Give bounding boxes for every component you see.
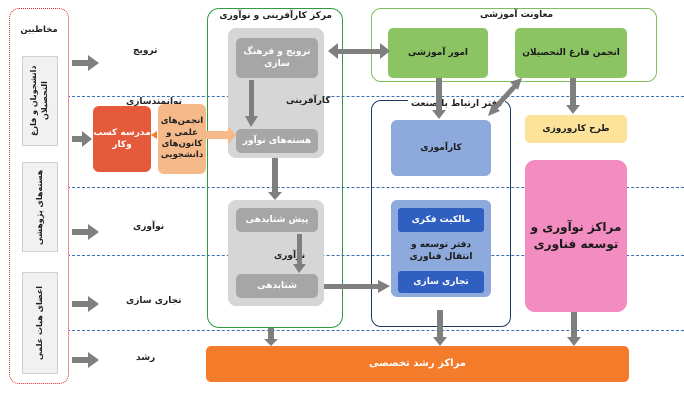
alumni-association-box: انجمن فارغ التحصیلان <box>515 28 627 78</box>
arrow-school-associations <box>151 131 157 139</box>
row-divider-3 <box>62 255 684 256</box>
entrepreneurship-label: کارآفرینی <box>286 96 331 106</box>
innovation-centers-box: مراکز نوآوری و توسعه فناوری <box>525 160 627 312</box>
arrow-audience-empowerment <box>72 131 92 147</box>
accelerator-box: شتابدهی <box>236 274 318 298</box>
audience-research-cores: هسته‌های پژوهشی <box>22 162 58 252</box>
arrow-associations-center <box>206 126 236 144</box>
industry-office-title: دفتر ارتباط با صنعت <box>408 99 505 109</box>
tech-transfer-label: دفتر توسعه و انتقال فناوری <box>409 239 473 262</box>
arrow-pre-to-accelerator <box>293 234 306 273</box>
arrow-office-alumni-heads <box>488 78 522 116</box>
commercial-box: تجاری سازی <box>398 271 484 293</box>
pre-incubator-box: پیش شتابدهی <box>236 208 318 232</box>
arrow-office-to-growth <box>433 310 447 346</box>
arrow-audience-promotion <box>72 55 99 71</box>
audience-faculty: اعضای هیات علمی <box>22 272 58 374</box>
promotion-culture-box: ترویج و فرهنگ سازی <box>236 38 318 78</box>
arrow-accelerator-to-office <box>324 280 390 293</box>
growth-center-bar: مراکز رشد تخصصی <box>206 346 629 382</box>
ip-box: مالکیت فکری <box>398 208 484 232</box>
arrow-alumni-to-project <box>566 78 580 114</box>
internship-project-box: طرح کاروروزی <box>525 115 627 143</box>
arrow-affairs-to-internship <box>432 78 446 119</box>
row-label-commercialization: تجاری سازی <box>126 296 182 306</box>
deputy-group-title: معاونت آموزشی <box>480 10 554 20</box>
innovation-cores-box: هسته‌های نوآور <box>236 129 318 153</box>
arrow-center-to-growth <box>264 328 278 346</box>
row-label-innovation: نوآوری <box>133 222 165 232</box>
row-divider-2 <box>62 187 684 188</box>
arrow-audience-commercialization <box>72 296 99 312</box>
innovation-label: نوآوری <box>274 251 306 261</box>
arrow-cores-to-preincubator <box>268 158 282 200</box>
row-label-promotion: ترویج <box>133 46 158 56</box>
audience-students: دانشجویان و فارغ التحصیلان <box>22 56 58 146</box>
row-label-growth: رشد <box>136 353 156 363</box>
center-group <box>207 8 343 328</box>
education-affairs-box: امور آموزشی <box>388 28 488 78</box>
audience-title: مخاطبین <box>20 25 58 35</box>
arrow-office-alumni <box>493 84 517 110</box>
arrow-promotion-to-cores <box>245 80 258 127</box>
business-school-box: مدرسه کسب وکار <box>93 106 151 172</box>
row-divider-4 <box>62 330 684 331</box>
row-divider-1 <box>62 96 684 97</box>
center-group-title: مرکز کارآفرینی و نوآوری <box>219 11 332 21</box>
associations-box: انجمن‌های علمی و کانون‌های دانشجویی <box>158 104 206 174</box>
internship-box: کارآموزی <box>391 120 491 176</box>
arrow-center-deputy <box>328 43 390 59</box>
arrow-centers-to-growth <box>567 312 581 346</box>
row-label-empowerment: توانمندسازی <box>126 97 183 107</box>
arrow-audience-innovation <box>72 224 99 240</box>
arrow-audience-growth <box>72 352 99 368</box>
